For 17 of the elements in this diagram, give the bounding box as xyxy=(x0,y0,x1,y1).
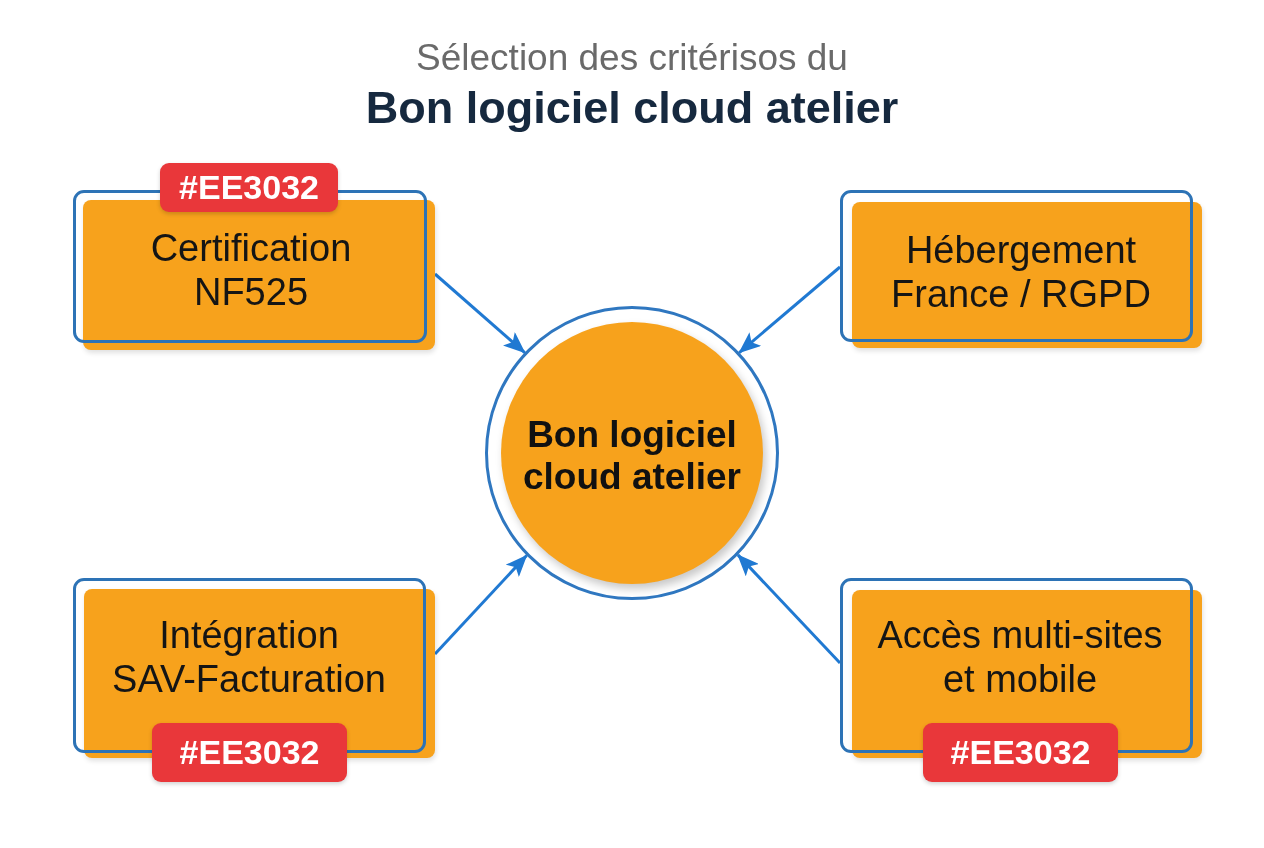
arrow xyxy=(433,554,528,656)
diagram-title: Sélection des critérisos du Bon logiciel cloud atelier xyxy=(364,36,900,135)
arrow xyxy=(738,265,841,354)
criterion-card xyxy=(840,190,1202,348)
criterion-card xyxy=(840,578,1202,782)
criterion-label: Hébergement France / RGPD xyxy=(890,228,1152,316)
arrow xyxy=(736,553,842,665)
code-tag: #EE3032 xyxy=(923,723,1118,782)
code-tag: #EE3032 xyxy=(160,163,338,212)
hub-label: Bon logiciel cloud atelier xyxy=(522,414,742,498)
code-tag: #EE3032 xyxy=(152,723,347,782)
criterion-label: Intégration SAV-Facturation xyxy=(111,613,387,701)
criterion-label: Certification NF525 xyxy=(149,226,353,314)
arrow xyxy=(434,272,526,354)
criterion-card xyxy=(73,163,435,350)
criterion-label: Accès multi-sites et mobile xyxy=(876,613,1164,701)
criterion-card xyxy=(73,578,435,782)
